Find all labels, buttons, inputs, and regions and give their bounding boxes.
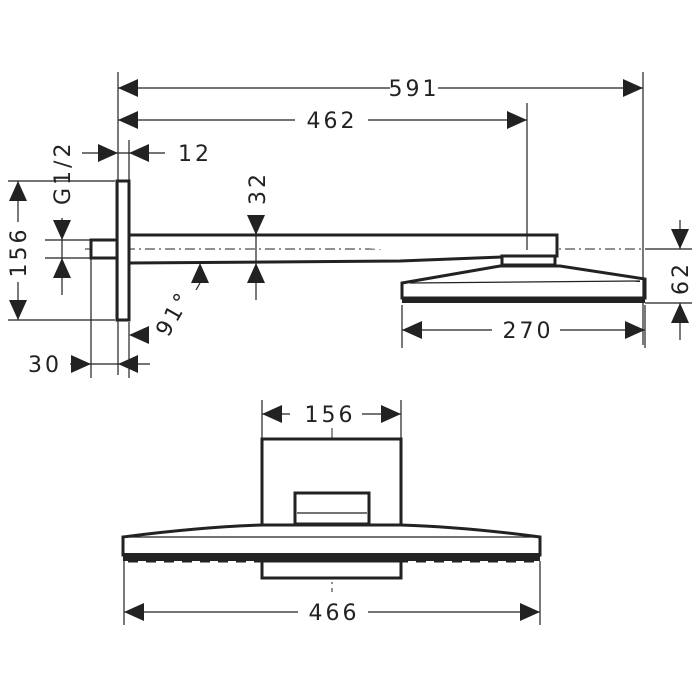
dimension-270: 270 (402, 319, 645, 344)
thread-nipple (89, 238, 119, 260)
dim-label: 591 (389, 77, 440, 102)
dimension-156-front: 156 (262, 403, 401, 428)
bottom-housing (260, 559, 403, 580)
dimension-32: 32 (246, 171, 271, 283)
shower-head-spray-face (402, 297, 645, 303)
dimension-nipple (53, 218, 71, 295)
dim-label: 156 (7, 227, 32, 278)
dimension-466: 466 (124, 601, 540, 626)
wall-plate (115, 179, 131, 322)
dim-label: 156 (305, 403, 356, 428)
dimension-591: 591 (118, 77, 643, 102)
side-view: 591 462 12 G1/2 156 (7, 72, 694, 378)
thread-label: G1/2 (51, 141, 76, 205)
spray-face-front (123, 553, 540, 561)
dimension-462: 462 (118, 109, 527, 134)
shower-head-front (121, 523, 542, 557)
dim-label: 462 (307, 109, 358, 134)
dim-label: 12 (178, 142, 212, 167)
dim-label: 91° (152, 287, 198, 341)
dim-label: 270 (503, 319, 554, 344)
dim-label: 62 (669, 261, 694, 295)
dimension-62: 62 (669, 220, 694, 340)
front-view: 156 466 (121, 400, 542, 626)
dim-label: 32 (246, 171, 271, 205)
head-connector (500, 254, 557, 267)
dim-label: 30 (28, 353, 62, 378)
head-connector-front (293, 491, 371, 526)
dimension-156-side: 156 (7, 181, 32, 320)
dim-label: 466 (309, 601, 360, 626)
dimension-angle: 91° (129, 263, 209, 344)
dimension-30: 30 (28, 353, 150, 378)
dimension-12: 12 (82, 142, 212, 167)
